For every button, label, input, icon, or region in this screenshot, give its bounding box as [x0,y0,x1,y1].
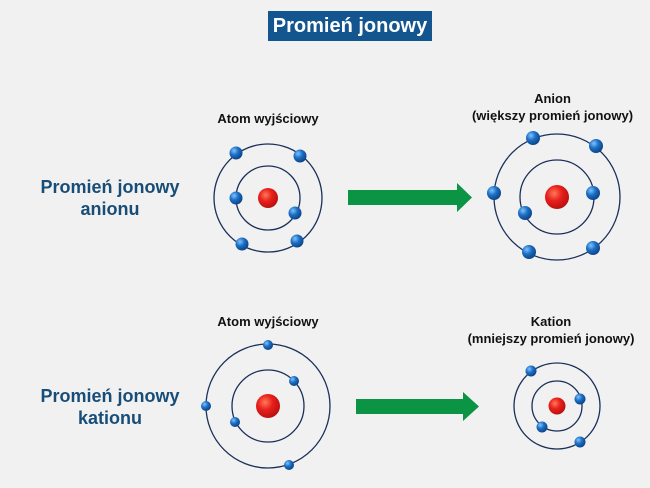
electron [289,376,299,386]
anion-source-atom-label: Atom wyjściowy [217,111,319,126]
anion-result-label: Anion (większy promień jonowy) [455,90,650,124]
cation-atom [513,362,601,450]
electron [526,131,540,145]
diagram-title: Promień jonowy [268,11,432,41]
outer-orbit [213,143,323,253]
electron [525,365,537,377]
electron [574,393,586,405]
nucleus [258,188,278,208]
cation-source-atom [201,340,331,470]
electron [229,146,243,160]
electron [518,206,532,220]
anion-side-label: Promień jonowy anionu [22,176,198,220]
anion-source-atom [213,143,323,253]
electron [522,245,536,259]
anion-result-label-line2: (większy promień jonowy) [471,108,634,123]
electron [288,206,302,220]
cation-side-label: Promień jonowy kationu [22,385,198,429]
inner-orbit [531,380,583,432]
anion-result-label-line1: Anion [534,91,571,106]
arrow-right-icon [356,392,479,421]
electron [536,421,548,433]
electron [586,241,600,255]
electron [574,436,586,448]
cation-result-label-line2: (mniejszy promień jonowy) [467,331,635,346]
outer-orbit [513,362,601,450]
cation-result-label: Kation (mniejszy promień jonowy) [452,313,650,347]
electron [229,191,243,205]
electron [284,460,294,470]
nucleus [545,185,569,209]
electron [487,186,501,200]
cation-side-label-line1: Promień jonowy [40,386,180,406]
electron [263,340,273,350]
electron [235,237,249,251]
electron [290,234,304,248]
anion-atom [487,131,621,261]
anion-side-label-line1: Promień jonowy [40,177,180,197]
inner-orbit [231,369,305,443]
cation-source-atom-label: Atom wyjściowy [217,314,319,329]
anion-side-label-line2: anionu [80,199,140,219]
electron [586,186,600,200]
electron [230,417,240,427]
nucleus [256,394,280,418]
electron [293,149,307,163]
electron [589,139,603,153]
cation-side-label-line2: kationu [77,408,142,428]
nucleus [548,397,566,415]
electron [201,401,211,411]
arrow-right-icon [348,183,472,212]
cation-result-label-line1: Kation [530,314,572,329]
